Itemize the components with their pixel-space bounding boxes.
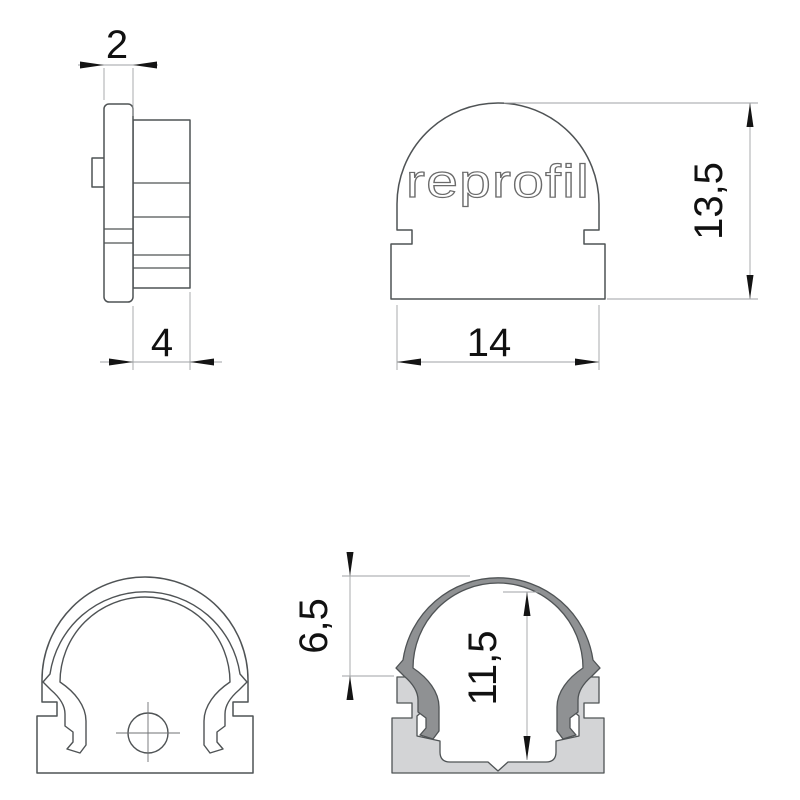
dimension-11-5: 11,5 — [461, 591, 540, 760]
cap-tab-shape — [91, 157, 106, 188]
dim-arrow — [109, 358, 133, 366]
dimension-2: 2 — [78, 23, 158, 116]
dimension-13-5: 13,5 — [504, 102, 758, 300]
dim-arrow — [346, 676, 354, 700]
dim-label-4: 4 — [151, 321, 173, 365]
dim-arrow — [523, 592, 531, 616]
cap-back-outline — [36, 576, 254, 774]
cap-body-shape — [132, 119, 191, 289]
dim-label-2: 2 — [106, 23, 128, 67]
dimension-6-5: 6,5 — [292, 552, 470, 700]
dim-arrow — [397, 358, 421, 366]
dim-label-14: 14 — [467, 321, 512, 365]
profile-outline-view — [36, 576, 254, 774]
dim-label-11-5: 11,5 — [461, 631, 505, 706]
dim-arrow — [80, 61, 104, 69]
dim-arrow — [523, 736, 531, 760]
dim-arrow — [746, 275, 754, 299]
dim-arrow — [746, 103, 754, 127]
cap-plate-shape — [103, 103, 134, 303]
side-view: 2 4 — [78, 23, 222, 370]
dimension-14: 14 — [396, 305, 600, 370]
brand-logo: reprofil — [406, 155, 590, 207]
dim-arrow — [190, 358, 214, 366]
profile-section-view: 6,5 11,5 — [292, 552, 605, 774]
dim-label-13-5: 13,5 — [687, 162, 731, 240]
front-view: reprofil 14 13,5 — [390, 102, 758, 370]
dim-label-6-5: 6,5 — [292, 598, 336, 654]
dim-arrow — [346, 552, 354, 576]
dim-arrow — [133, 61, 157, 69]
end-cap-outline — [390, 102, 606, 300]
dimension-4: 4 — [100, 292, 222, 370]
dim-arrow — [575, 358, 599, 366]
